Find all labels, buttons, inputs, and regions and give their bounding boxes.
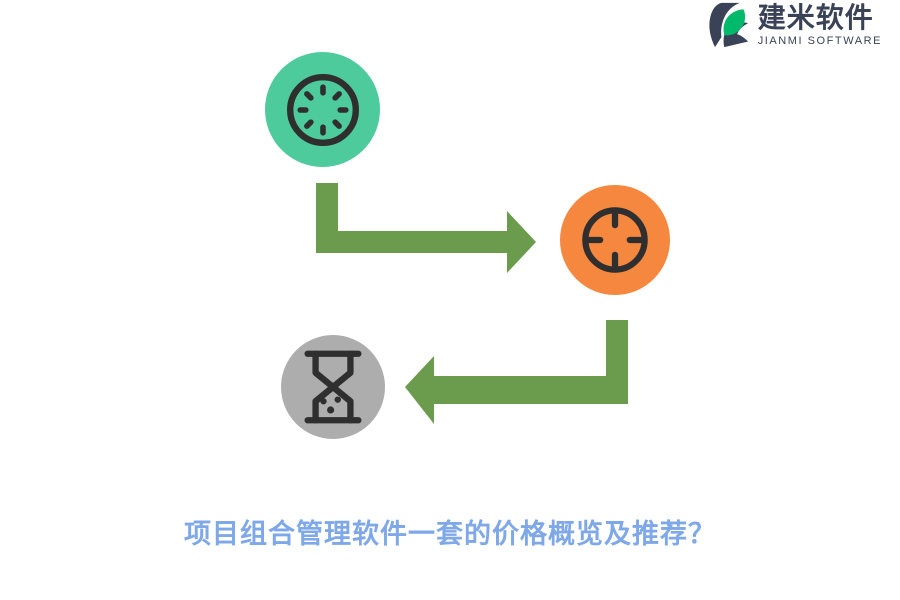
loading-spinner-icon (286, 73, 359, 146)
crosshair-target-icon (582, 207, 648, 273)
brand-name-en: JIANMI SOFTWARE (757, 34, 882, 47)
hourglass-icon (304, 350, 362, 424)
brand-name-cn: 建米软件 (757, 1, 874, 33)
flow-node-start (265, 52, 380, 167)
process-flow-diagram (265, 52, 670, 439)
arrow-start-to-target (316, 183, 536, 273)
brand-text-block: 建米软件 JIANMI SOFTWARE (757, 1, 882, 47)
arrow-target-to-wait (405, 320, 628, 424)
brand-logo: 建米软件 JIANMI SOFTWARE (704, 2, 882, 48)
flow-arrows-group (316, 183, 628, 424)
flow-node-wait (281, 335, 385, 439)
jianmi-logo-icon (709, 2, 748, 48)
flow-node-target (560, 185, 670, 295)
page-title: 项目组合管理软件一套的价格概览及推荐？ (184, 519, 716, 549)
